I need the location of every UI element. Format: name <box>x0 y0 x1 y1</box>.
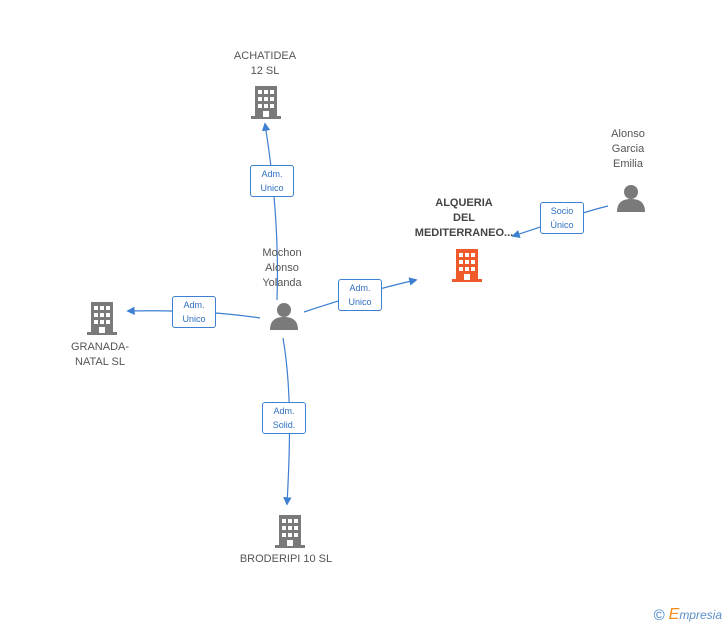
brand-logo[interactable]: © Empresia <box>654 606 722 624</box>
node-label-mochon[interactable]: Mochon Alonso Yolanda <box>262 247 302 289</box>
copyright-icon: © <box>653 606 665 624</box>
node-label-alqueria[interactable]: ALQUERIA DEL MEDITERRANEO... <box>414 197 514 239</box>
building-icon[interactable] <box>85 300 119 336</box>
edge-to-achatidea <box>261 122 279 301</box>
building-icon[interactable] <box>273 513 307 549</box>
edge-label-broderipi: Adm. Solid. <box>262 402 306 434</box>
edge-label-achatidea: Adm. Unico <box>250 165 294 197</box>
building-icon[interactable] <box>450 247 484 283</box>
edge-label-granada: Adm. Unico <box>172 296 216 328</box>
node-label-alonso[interactable]: Alonso Garcia Emilia <box>611 128 645 170</box>
building-icon[interactable] <box>249 84 283 120</box>
node-label-achatidea[interactable]: ACHATIDEA 12 SL <box>233 50 297 77</box>
edge-label-alqueria: Adm. Unico <box>338 279 382 311</box>
brand-initial: E <box>668 606 680 623</box>
brand-wordmark: mpresia <box>679 608 722 622</box>
node-label-broderipi[interactable]: BRODERIPI 10 SL <box>239 553 333 565</box>
person-icon[interactable] <box>615 182 647 214</box>
edge-label-socio: Socio Único <box>540 202 584 234</box>
person-icon[interactable] <box>268 300 300 332</box>
node-label-granada[interactable]: GRANADA- NATAL SL <box>70 341 130 368</box>
